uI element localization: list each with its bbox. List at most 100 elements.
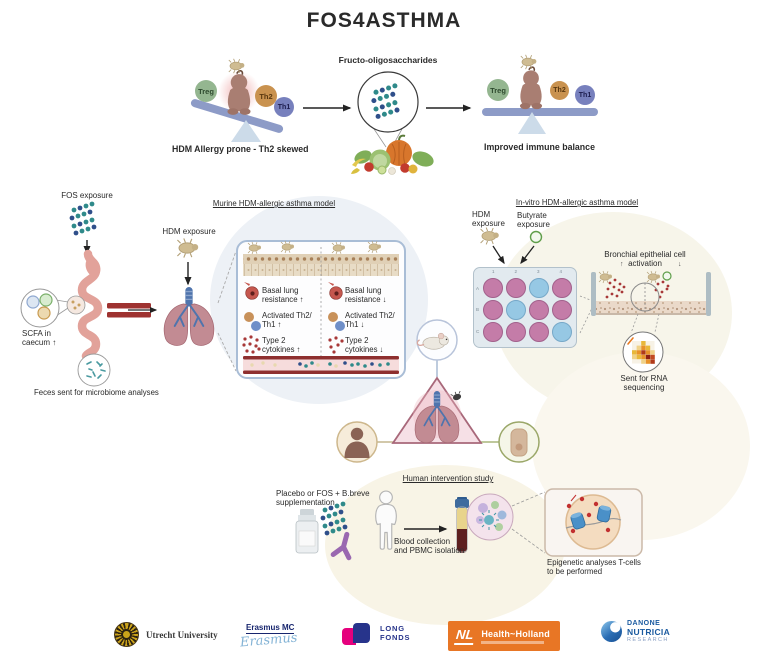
feces-label: Feces sent for microbiome analyses — [34, 388, 159, 397]
invitro-section-title: In-vitro HDM-allergic asthma model — [515, 198, 639, 207]
mouse-lungs-icon — [163, 286, 215, 347]
feces-circle — [77, 353, 111, 387]
dish-up-arrow: ↑ — [620, 261, 624, 268]
th1-cell-left: Th1 — [274, 97, 294, 117]
longfonds-text: LONG FONDS — [380, 624, 411, 642]
left-seesaw-caption: HDM Allergy prone - Th2 skewed — [172, 144, 309, 154]
fos-circle — [357, 71, 419, 148]
plate-well-pink — [482, 322, 503, 342]
magnify-line — [217, 332, 237, 372]
plate-well-pink — [528, 300, 549, 320]
plate-well-pink — [482, 300, 503, 320]
epigenetics-panel — [544, 488, 643, 557]
plate-well-pink — [505, 278, 526, 298]
plate-well-pink — [482, 278, 503, 298]
hdm-exposure-label-invitro: HDM exposure — [472, 210, 505, 229]
plate-well-blue — [505, 300, 526, 320]
magnify-line — [654, 313, 660, 333]
magnify-line — [630, 313, 639, 334]
epigenetic-label: Epigenetic analyses T-cells to be perfor… — [547, 558, 641, 577]
fos-molecule-icon — [69, 201, 97, 236]
th2-cell-left: Th2 — [255, 85, 277, 107]
one-health-triangle — [336, 319, 540, 463]
murine-right-item-2: Activated Th2/ Th1 ↓ — [345, 311, 395, 330]
butyrate-icon — [529, 230, 543, 244]
magnify-line — [579, 305, 594, 334]
fos-label: Fructo-oligosaccharides — [338, 55, 438, 65]
butyrate-exposure-label: Butyrate exposure — [517, 211, 550, 230]
hdm-mite-icon — [176, 237, 199, 259]
fos-exposure-label: FOS exposure — [61, 191, 113, 200]
health-holland-logo: NL Health~Holland — [448, 621, 560, 651]
danone-text: DANONE — [627, 620, 661, 627]
nucleosome-icon — [596, 505, 612, 523]
lung-resistance-icon — [328, 282, 343, 300]
fos-exposure-group — [69, 201, 97, 255]
th2-cell-icon — [328, 312, 338, 322]
murine-right-item-3: Type 2 cytokines ↓ — [345, 336, 384, 355]
erasmus-mc-logo: Erasmus MC Erasmus — [239, 623, 298, 650]
rna-sequencing-label: Sent for RNA sequencing — [620, 374, 668, 393]
scfa-label: SCFA in caecum ↑ — [22, 329, 57, 348]
plate-well-blue — [528, 278, 549, 298]
erasmus-mc-text: Erasmus MC — [246, 623, 295, 634]
danone-nutricia-logo: DANONE NUTRICIA RESEARCH — [601, 620, 670, 643]
magnify-line — [511, 528, 546, 554]
utrecht-logo-text: Utrecht University — [146, 629, 218, 640]
scfa-magnifier — [20, 288, 86, 328]
th1-cell-icon — [335, 321, 345, 331]
treg-cell-right: Treg — [487, 79, 509, 101]
arrow-hdm-to-plate — [492, 245, 505, 265]
blood-collection-label: Blood collection and PBMC isolation — [394, 537, 465, 556]
dish-down-arrow: ↓ — [678, 261, 682, 268]
supplement-label: Placebo or FOS + B.breve supplementation — [276, 489, 370, 508]
lung-resistance-icon — [244, 282, 259, 300]
research-text: RESEARCH — [627, 637, 669, 644]
th1-cell-right: Th1 — [575, 85, 595, 105]
health-holland-tagline — [481, 640, 545, 644]
murine-left-item-3: Type 2 cytokines ↑ — [262, 336, 301, 355]
page-title: FOS4ASTHMA — [306, 9, 462, 32]
cytokine-dots-icon — [605, 278, 626, 299]
arrow-butyrate-to-plate — [520, 245, 535, 265]
pbmc-circle — [466, 493, 514, 541]
utrecht-sun-emblem-icon — [114, 622, 139, 647]
utrecht-university-logo: Utrecht University — [114, 622, 218, 647]
murine-section-title: Murine HDM-allergic asthma model — [212, 199, 336, 208]
hdm-exposure-label-murine: HDM exposure — [162, 227, 216, 236]
cytokine-dots-icon — [242, 335, 261, 354]
gut-lung-axis-arrow — [107, 303, 158, 318]
longfonds-logo: LONG FONDS — [342, 621, 410, 647]
murine-left-item-2: Activated Th2/ Th1 ↑ — [262, 311, 312, 330]
plate-well-pink — [505, 322, 526, 342]
t-cell-icon — [479, 510, 499, 530]
plate-well-pink — [551, 278, 572, 298]
rna-heatmap-circle — [622, 331, 664, 373]
hdm-mite-icon — [479, 226, 500, 246]
left-seesaw — [190, 58, 284, 142]
magnify-line — [217, 250, 237, 304]
bronchial-activation-label: Bronchial epithelial cell activation — [604, 250, 686, 269]
th1-cell-icon — [251, 321, 261, 331]
intestine-icon — [77, 249, 103, 361]
blood-vessel — [243, 356, 399, 374]
hdm-exposure-group — [176, 237, 199, 286]
longfonds-bubbles-icon — [342, 621, 374, 647]
cytokine-dots-icon — [328, 336, 344, 354]
right-seesaw-caption: Improved immune balance — [484, 142, 595, 152]
nutricia-text: NUTRICIA — [627, 626, 671, 637]
th2-cell-right: Th2 — [550, 81, 569, 100]
human-halo — [325, 465, 565, 625]
methylation-dots — [566, 496, 611, 534]
murine-panel — [236, 240, 406, 379]
magnify-line — [511, 491, 546, 507]
plate-well-pink — [528, 322, 549, 342]
health-holland-nl: NL — [454, 627, 476, 645]
dark-mite-icon — [450, 390, 462, 401]
blood-tube-icon — [455, 497, 469, 553]
right-seesaw — [482, 54, 598, 134]
